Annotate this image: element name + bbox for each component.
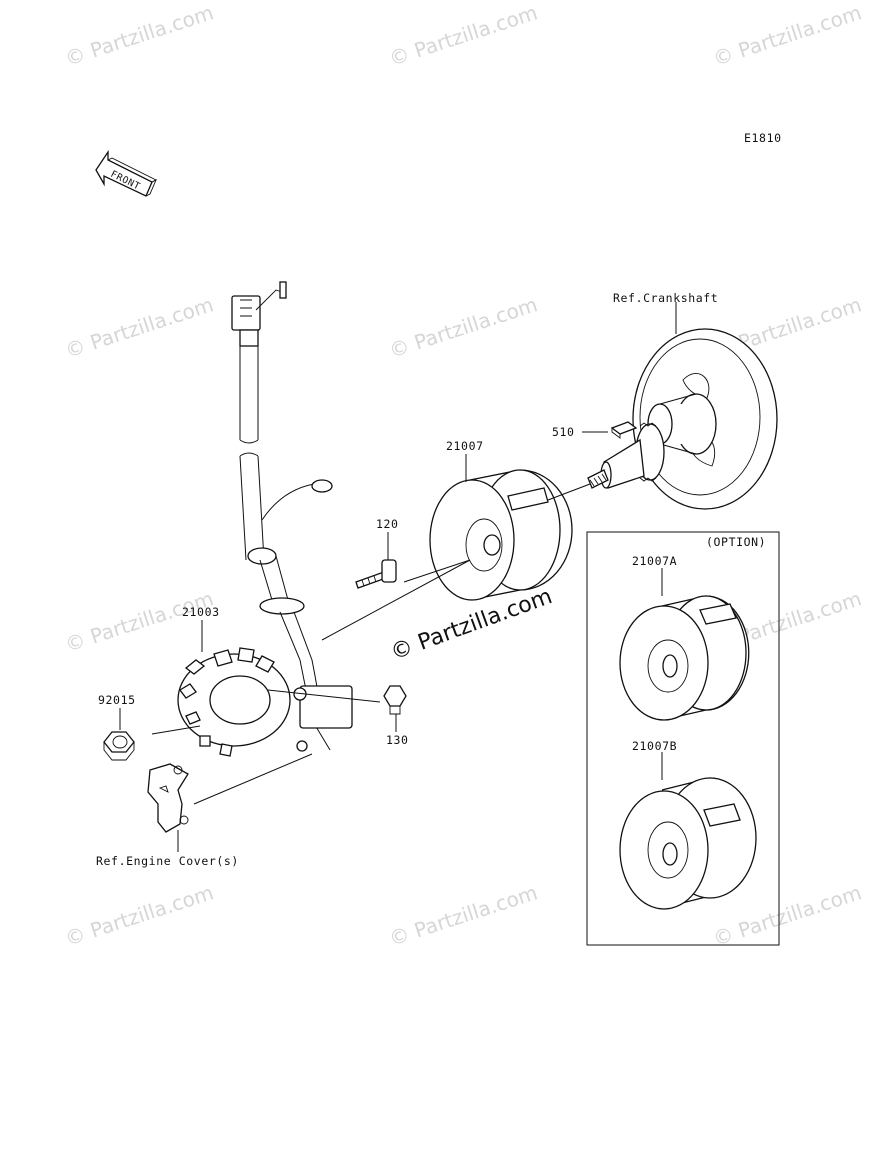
key-icon xyxy=(610,421,638,439)
label-510: 510 xyxy=(552,425,575,439)
bracket-plate-icon xyxy=(147,763,189,833)
bolt-icon xyxy=(355,559,397,589)
label-92015: 92015 xyxy=(98,693,136,707)
label-21003: 21003 xyxy=(182,605,220,619)
label-21007: 21007 xyxy=(446,439,484,453)
option-box: (OPTION) xyxy=(586,531,780,946)
watermark: © Partzilla.com xyxy=(62,292,216,363)
flywheel-a-icon xyxy=(619,595,750,721)
option-box-label: (OPTION) xyxy=(706,535,766,549)
stator-icon xyxy=(177,647,353,757)
label-120: 120 xyxy=(376,517,399,531)
label-130: 130 xyxy=(386,733,409,747)
label-21007B: 21007B xyxy=(632,739,677,753)
crankshaft-icon xyxy=(587,328,778,510)
watermark: © Partzilla.com xyxy=(386,0,540,71)
watermark: © Partzilla.com xyxy=(62,0,216,71)
label-ref-crankshaft: Ref.Crankshaft xyxy=(613,291,718,305)
diagram-code: E1810 xyxy=(744,131,782,145)
flywheel-icon xyxy=(429,469,573,601)
watermark: © Partzilla.com xyxy=(710,880,864,951)
label-21007A: 21007A xyxy=(632,554,677,568)
flywheel-b-icon xyxy=(619,777,757,910)
watermark: © Partzilla.com xyxy=(386,880,540,951)
assembly-lines xyxy=(151,483,591,805)
nut-icon xyxy=(103,731,135,761)
front-arrow-icon: FRONT xyxy=(95,149,158,197)
watermark: © Partzilla.com xyxy=(386,292,540,363)
watermark: © Partzilla.com xyxy=(710,0,864,71)
watermark: © Partzilla.com xyxy=(62,586,216,657)
bolt-icon xyxy=(383,685,407,715)
label-ref-engine-cover: Ref.Engine Cover(s) xyxy=(96,854,239,868)
watermark: © Partzilla.com xyxy=(62,880,216,951)
